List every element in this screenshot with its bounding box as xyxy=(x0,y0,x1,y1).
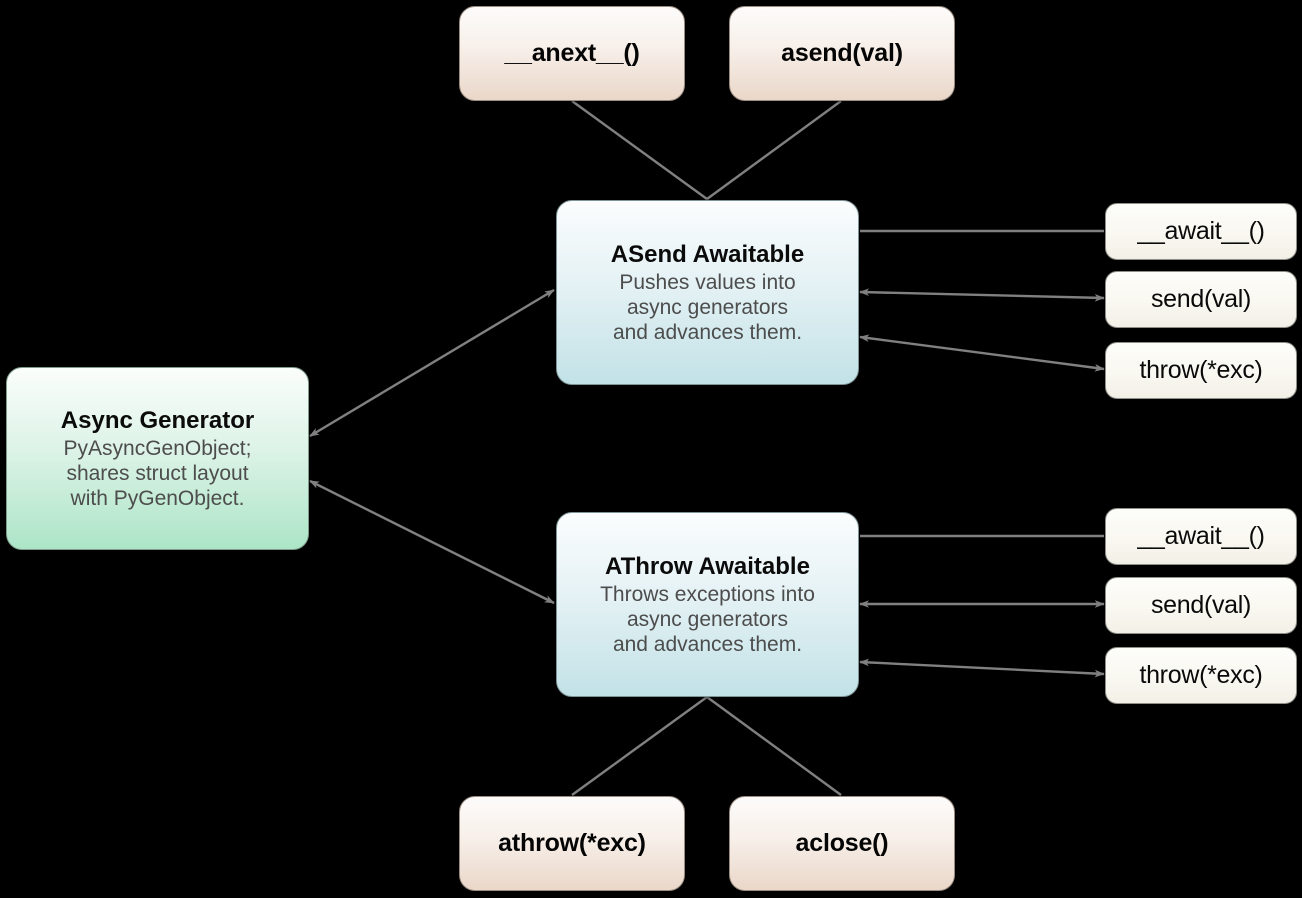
node-asend-await[interactable]: __await__() xyxy=(1105,203,1297,260)
node-asend-throw[interactable]: throw(*exc) xyxy=(1105,342,1297,399)
node-athrow-desc-1: Throws exceptions into xyxy=(600,582,815,606)
node-anext[interactable]: __anext__() xyxy=(459,6,685,101)
node-athrow-awaitable[interactable]: AThrow Awaitable Throws exceptions into … xyxy=(556,512,859,697)
node-generator-desc-2: shares struct layout xyxy=(66,462,249,486)
node-asend-call[interactable]: asend(val) xyxy=(729,6,955,101)
node-generator-desc-3: with PyGenObject. xyxy=(70,487,245,511)
node-athrow-await-label: __await__() xyxy=(1137,522,1265,550)
node-asend-desc-2: async generators xyxy=(626,296,789,320)
node-generator-heading: Async Generator xyxy=(60,406,255,434)
node-asend-desc-1: Pushes values into xyxy=(619,270,796,294)
node-athrow-call-label: athrow(*exc) xyxy=(498,829,646,857)
node-generator-desc-1: PyAsyncGenObject; xyxy=(63,436,252,460)
edge-generator-asend xyxy=(309,288,555,438)
node-aclose-call[interactable]: aclose() xyxy=(729,796,955,891)
node-athrow-await[interactable]: __await__() xyxy=(1105,508,1297,565)
edge-generator-athrow xyxy=(309,479,555,605)
node-asend-await-label: __await__() xyxy=(1137,217,1265,245)
edge-athrow-to-athrowcall xyxy=(571,696,708,796)
node-async-generator[interactable]: Async Generator PyAsyncGenObject; shares… xyxy=(6,367,309,550)
node-athrow-desc-3: and advances them. xyxy=(612,633,803,657)
node-asend-heading: ASend Awaitable xyxy=(610,240,805,268)
node-asend-throw-label: throw(*exc) xyxy=(1139,356,1263,384)
node-athrow-throw[interactable]: throw(*exc) xyxy=(1105,647,1297,704)
edge-anext-to-asend xyxy=(571,100,708,200)
node-anext-label: __anext__() xyxy=(504,39,640,67)
edge-athrow-to-aclose xyxy=(706,696,842,796)
node-aclose-call-label: aclose() xyxy=(795,829,889,857)
node-athrow-send-label: send(val) xyxy=(1150,591,1252,619)
node-athrow-throw-label: throw(*exc) xyxy=(1139,661,1263,689)
node-athrow-desc-2: async generators xyxy=(626,608,789,632)
node-asend-send-label: send(val) xyxy=(1150,285,1252,313)
edge-asendcall-to-asend xyxy=(706,100,842,200)
edge-asend-throw xyxy=(859,334,1105,372)
edge-asend-send xyxy=(859,288,1105,302)
node-asend-send[interactable]: send(val) xyxy=(1105,271,1297,328)
node-asend-desc-3: and advances them. xyxy=(612,321,803,345)
node-athrow-send[interactable]: send(val) xyxy=(1105,577,1297,634)
node-athrow-call[interactable]: athrow(*exc) xyxy=(459,796,685,891)
node-athrow-heading: AThrow Awaitable xyxy=(605,552,810,580)
node-asend-call-label: asend(val) xyxy=(781,39,903,67)
edge-athrow-throw xyxy=(859,658,1105,678)
node-asend-awaitable[interactable]: ASend Awaitable Pushes values into async… xyxy=(556,200,859,385)
